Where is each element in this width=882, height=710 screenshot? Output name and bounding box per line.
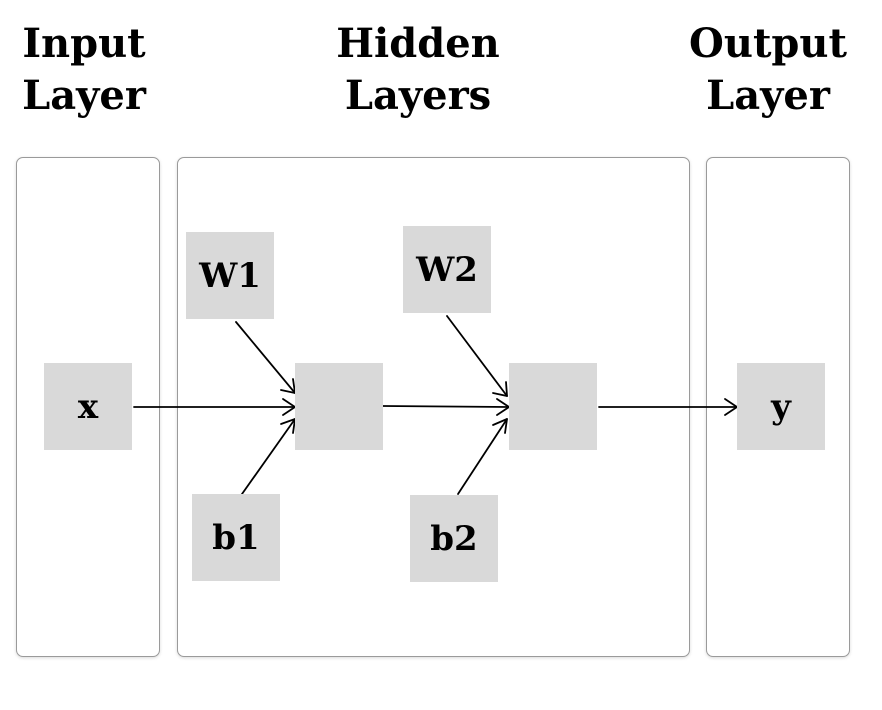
hidden-layers-heading-line1: Hidden: [336, 20, 500, 67]
output-layer-heading: Output Layer: [672, 18, 864, 122]
hidden-node-1: [295, 363, 383, 450]
arrow-b2-to-hidden2: [457, 418, 508, 495]
input-layer-heading-line2: Layer: [22, 72, 146, 119]
node-y: y: [737, 363, 825, 450]
output-layer-heading-line1: Output: [689, 20, 847, 67]
input-layer-heading: Input Layer: [8, 18, 160, 122]
arrow-hidden2-to-y: [598, 398, 738, 416]
hidden-layers-heading-line2: Layers: [344, 72, 492, 119]
node-w1: W1: [186, 232, 274, 319]
hidden-layers-heading: Hidden Layers: [308, 18, 528, 122]
hidden-node-2: [509, 363, 597, 450]
node-w2: W2: [403, 226, 491, 313]
arrow-hidden1-to-hidden2: [382, 398, 510, 416]
arrow-x-to-hidden1: [133, 398, 296, 416]
node-x: x: [44, 363, 132, 450]
node-b2-label: b2: [430, 518, 478, 559]
output-layer-heading-line2: Layer: [706, 72, 830, 119]
input-layer-heading-line1: Input: [22, 20, 146, 67]
node-b2: b2: [410, 495, 498, 582]
node-x-label: x: [77, 386, 99, 427]
node-w1-label: W1: [199, 255, 261, 296]
node-y-label: y: [771, 386, 791, 427]
arrow-w2-to-hidden2: [446, 315, 508, 397]
node-b1-label: b1: [212, 517, 260, 558]
arrow-b1-to-hidden1: [241, 418, 296, 495]
node-w2-label: W2: [416, 249, 478, 290]
node-b1: b1: [192, 494, 280, 581]
arrow-w1-to-hidden1: [235, 321, 296, 394]
